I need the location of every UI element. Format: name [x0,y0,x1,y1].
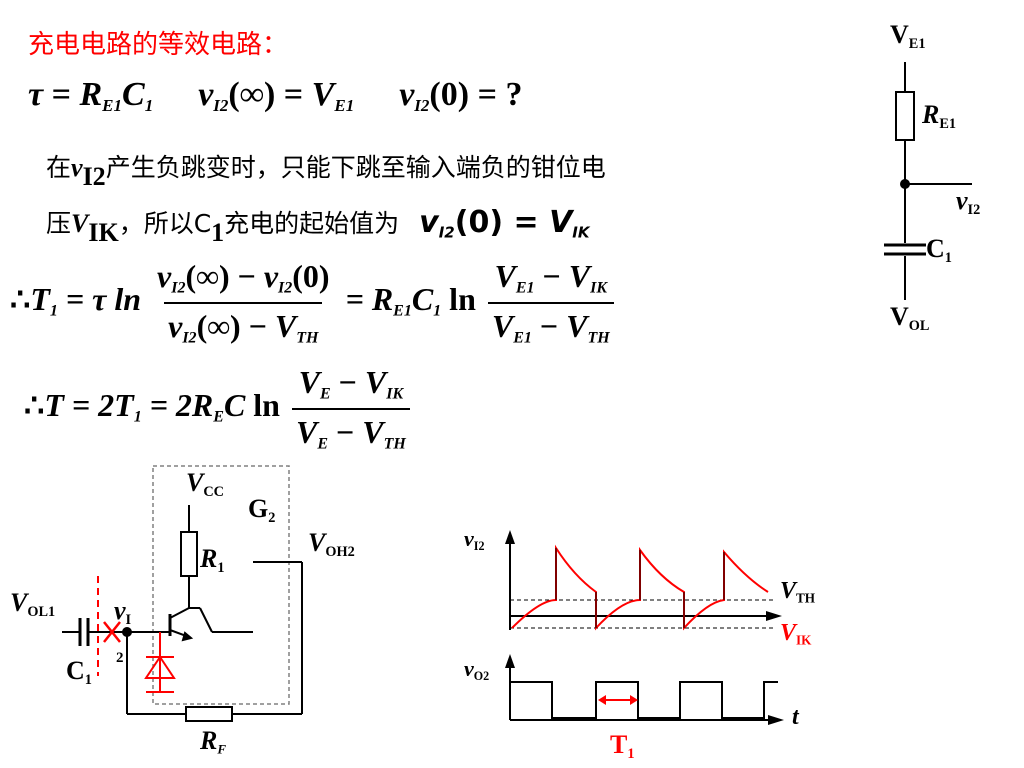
paragraph-line-1: 在vI2产生负跳变时，只能下跳至输入端负的钳位电 [46,153,606,192]
equation-t: ∴T = 2T1 = 2REC ln VE − VIK VE − VTH [24,364,414,453]
label-vo2-axis: vO2 [464,656,490,684]
label-c1-bottom: C1 [66,656,92,688]
waveform-vo2 [505,654,784,725]
label-vcc: VCC [186,468,224,500]
label-voh2: VOH2 [308,528,355,560]
label-g2: G2 [248,494,276,526]
label-vth: VTH [780,578,816,606]
equation-tau: τ = RE1C1 vI2(∞) = VE1 vI2(0) = ? [28,76,523,115]
resistor-r1 [180,531,198,577]
fraction-t: VE − VIK VE − VTH [291,364,410,453]
bottom-circuit [62,465,303,722]
label-vol1: VOL1 [10,588,56,620]
label-t-axis: t [792,704,799,730]
label-vi2-right: vI2 [956,186,981,218]
label-r1: R1 [200,544,225,576]
label-ve1: VE1 [890,20,926,52]
resistor-re1 [895,91,915,141]
vo2-trace [510,681,778,719]
label-vi2-axis: vI2 [464,526,485,554]
resistor-rf [185,706,233,722]
label-vi-2: 2 [116,650,124,666]
label-re1: RE1 [922,100,957,132]
fraction-t1-left: vI2(∞) − vI2(0) vI2(∞) − VTH [157,258,330,347]
label-vi: vI [114,596,132,628]
slide-heading: 充电电路的等效电路： [28,30,289,60]
right-equivalent-circuit [884,62,972,300]
label-c1-right: C1 [926,234,952,266]
waveform-vi2 [505,530,782,631]
label-t1-period: T1 [610,730,635,762]
label-vol: VOL [890,302,930,334]
equation-t1: ∴T1 = τ ln vI2(∞) − vI2(0) vI2(∞) − VTH … [10,258,618,347]
paragraph-line-2: 压VIK，所以C1充电的起始值为 vI2(0) = VIK [46,205,590,248]
label-rf: RF [200,726,227,757]
fraction-t1-right: VE1 − VIK VE1 − VTH [487,258,614,347]
label-vik: VIK [780,620,812,648]
gate-g2-dashed-box [152,465,290,705]
